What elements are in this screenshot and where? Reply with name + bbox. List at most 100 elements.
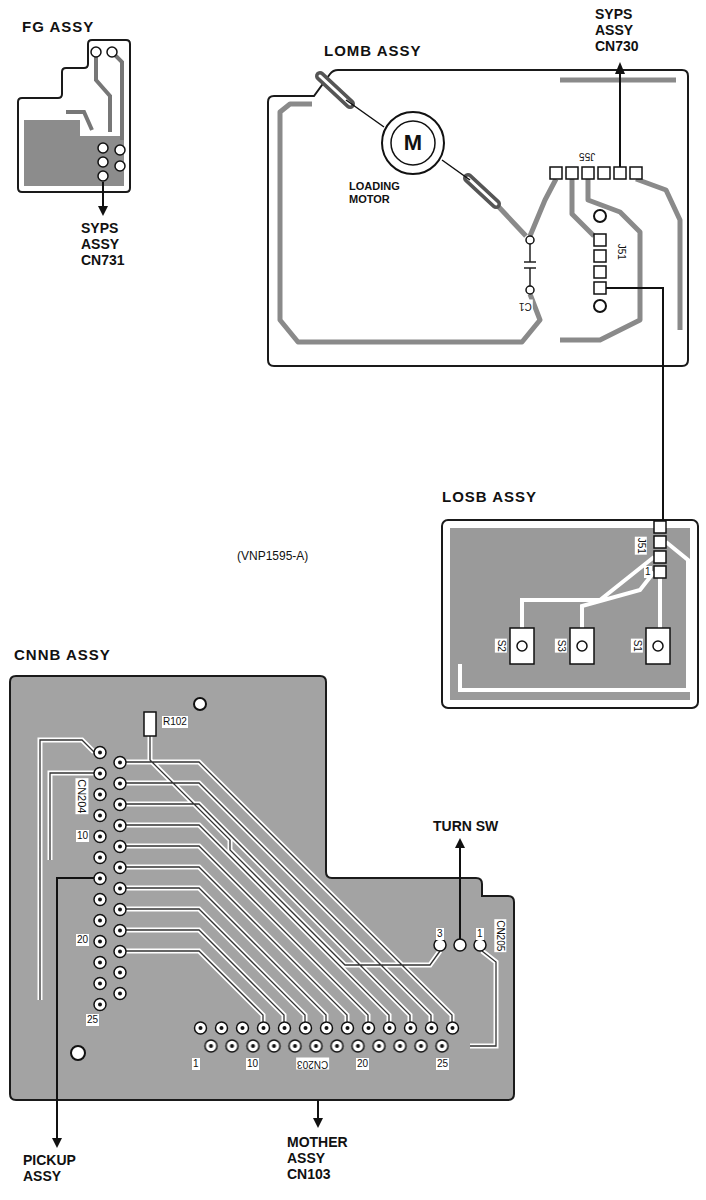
pcb-circle [115,145,125,155]
destination-label: PICKUP ASSY [22,1152,86,1184]
pin-number: 3 [436,928,444,940]
pcb-circle [594,300,606,312]
connector-name: CN203 [296,1058,329,1070]
pcb-use [40,736,496,1046]
pcb-circle [474,939,486,951]
pcb-rect [510,628,534,664]
pcb-circle [526,236,534,244]
part-ref: S1 [631,639,643,653]
pcb-circle [653,641,663,651]
pcb-rect [201,1036,453,1056]
connector-name: J51 [635,537,647,555]
pcb-path [450,528,690,700]
pcb-use [40,736,496,1046]
pcb-rect [594,250,606,262]
destination-label: TURN SW [432,818,499,834]
pcb-rect [594,266,606,278]
losb-board [436,486,702,716]
motor-circle: M [380,110,446,176]
pcb-rect [594,282,606,294]
pcb-rect [144,712,156,736]
lomb-board [262,38,698,374]
pcb-circle [91,47,101,57]
pcb-circle [577,641,587,651]
pcb-rect [614,167,626,179]
pcb-path [524,244,536,286]
pcb-path [460,542,688,690]
connector-name: J51 [615,243,627,261]
pcb-polygon [615,62,625,74]
losb-assembly-board: LOSB ASSY [436,486,702,716]
fg-assembly-board: FG ASSY [14,14,136,196]
part-ref: R102 [162,716,188,728]
pcb-circle [98,157,108,167]
pcb-circle [454,939,466,951]
pcb-polygon [52,1138,62,1148]
pcb-rect [654,551,666,563]
pcb-rect [110,752,130,1004]
assembly-heading: LOMB ASSY [324,42,422,60]
destination-label: MOTHER ASSY CN103 [286,1134,354,1182]
pcb-circle [71,1046,85,1060]
part-ref: S3 [555,639,567,653]
pcb-polygon [313,1118,323,1128]
wire-connector [662,374,664,486]
pcb-circle [194,698,206,710]
pin-number: 25 [436,1058,449,1070]
pcb-path [606,288,663,374]
pcb-path [66,52,122,140]
pin-number: 25 [86,1014,99,1026]
fg-board [14,14,136,196]
pcb-circle [517,641,527,651]
pcb-rect [190,1018,463,1038]
pcb-rect [630,167,642,179]
pcb-rect [598,167,610,179]
pcb-path [10,676,514,1100]
pcb-rect [582,167,594,179]
destination-label: SYPS ASSY CN731 [80,220,140,268]
pcb-circle [98,143,108,153]
pin-number: 1 [644,566,652,578]
part-name: LOADING MOTOR [348,180,430,205]
pin-number: 10 [246,1058,259,1070]
connector-name: J55 [578,150,596,162]
pcb-path [619,72,621,167]
connector-name: CN205 [495,919,507,952]
pcb-rect [570,628,594,664]
pcb-path [102,182,104,208]
pcb-path [346,100,470,180]
pcb-rect [654,566,666,578]
pcb-circle [434,939,446,951]
pcb-circle [382,112,444,174]
pcb-circle [98,171,108,181]
pcb-path [662,486,664,521]
pcb-rect [566,167,578,179]
assembly-heading: FG ASSY [22,18,94,36]
pin-number: 20 [76,934,89,946]
pcb-circle [107,47,117,57]
part-ref: C1 [518,300,533,312]
pcb-path [57,846,460,1138]
pin-number: 1 [192,1058,200,1070]
pcb-rect [594,234,606,246]
assembly-heading: LOSB ASSY [442,488,537,506]
cnnb-board [6,644,516,1104]
lomb-assembly-board: LOMB ASSY M [262,38,698,374]
pcb-circle [526,286,534,294]
pcb-circle [115,161,125,171]
pcb-rect [442,520,698,708]
destination-label: SYPS ASSY CN730 [594,6,654,54]
pcb-path [18,40,130,192]
pcb-polygon [455,838,465,848]
board-number: (VNP1595-A) [236,550,309,564]
part-ref: S2 [495,639,507,653]
pin-number: 10 [76,830,89,842]
pin-number: 1 [476,928,484,940]
symbol-letter: M [404,131,422,155]
connector-name: CN204 [76,778,89,814]
pcb-rect [550,167,562,179]
pcb-circle [594,210,606,222]
pcb-rect [654,521,666,533]
pcb-rect [646,628,670,664]
